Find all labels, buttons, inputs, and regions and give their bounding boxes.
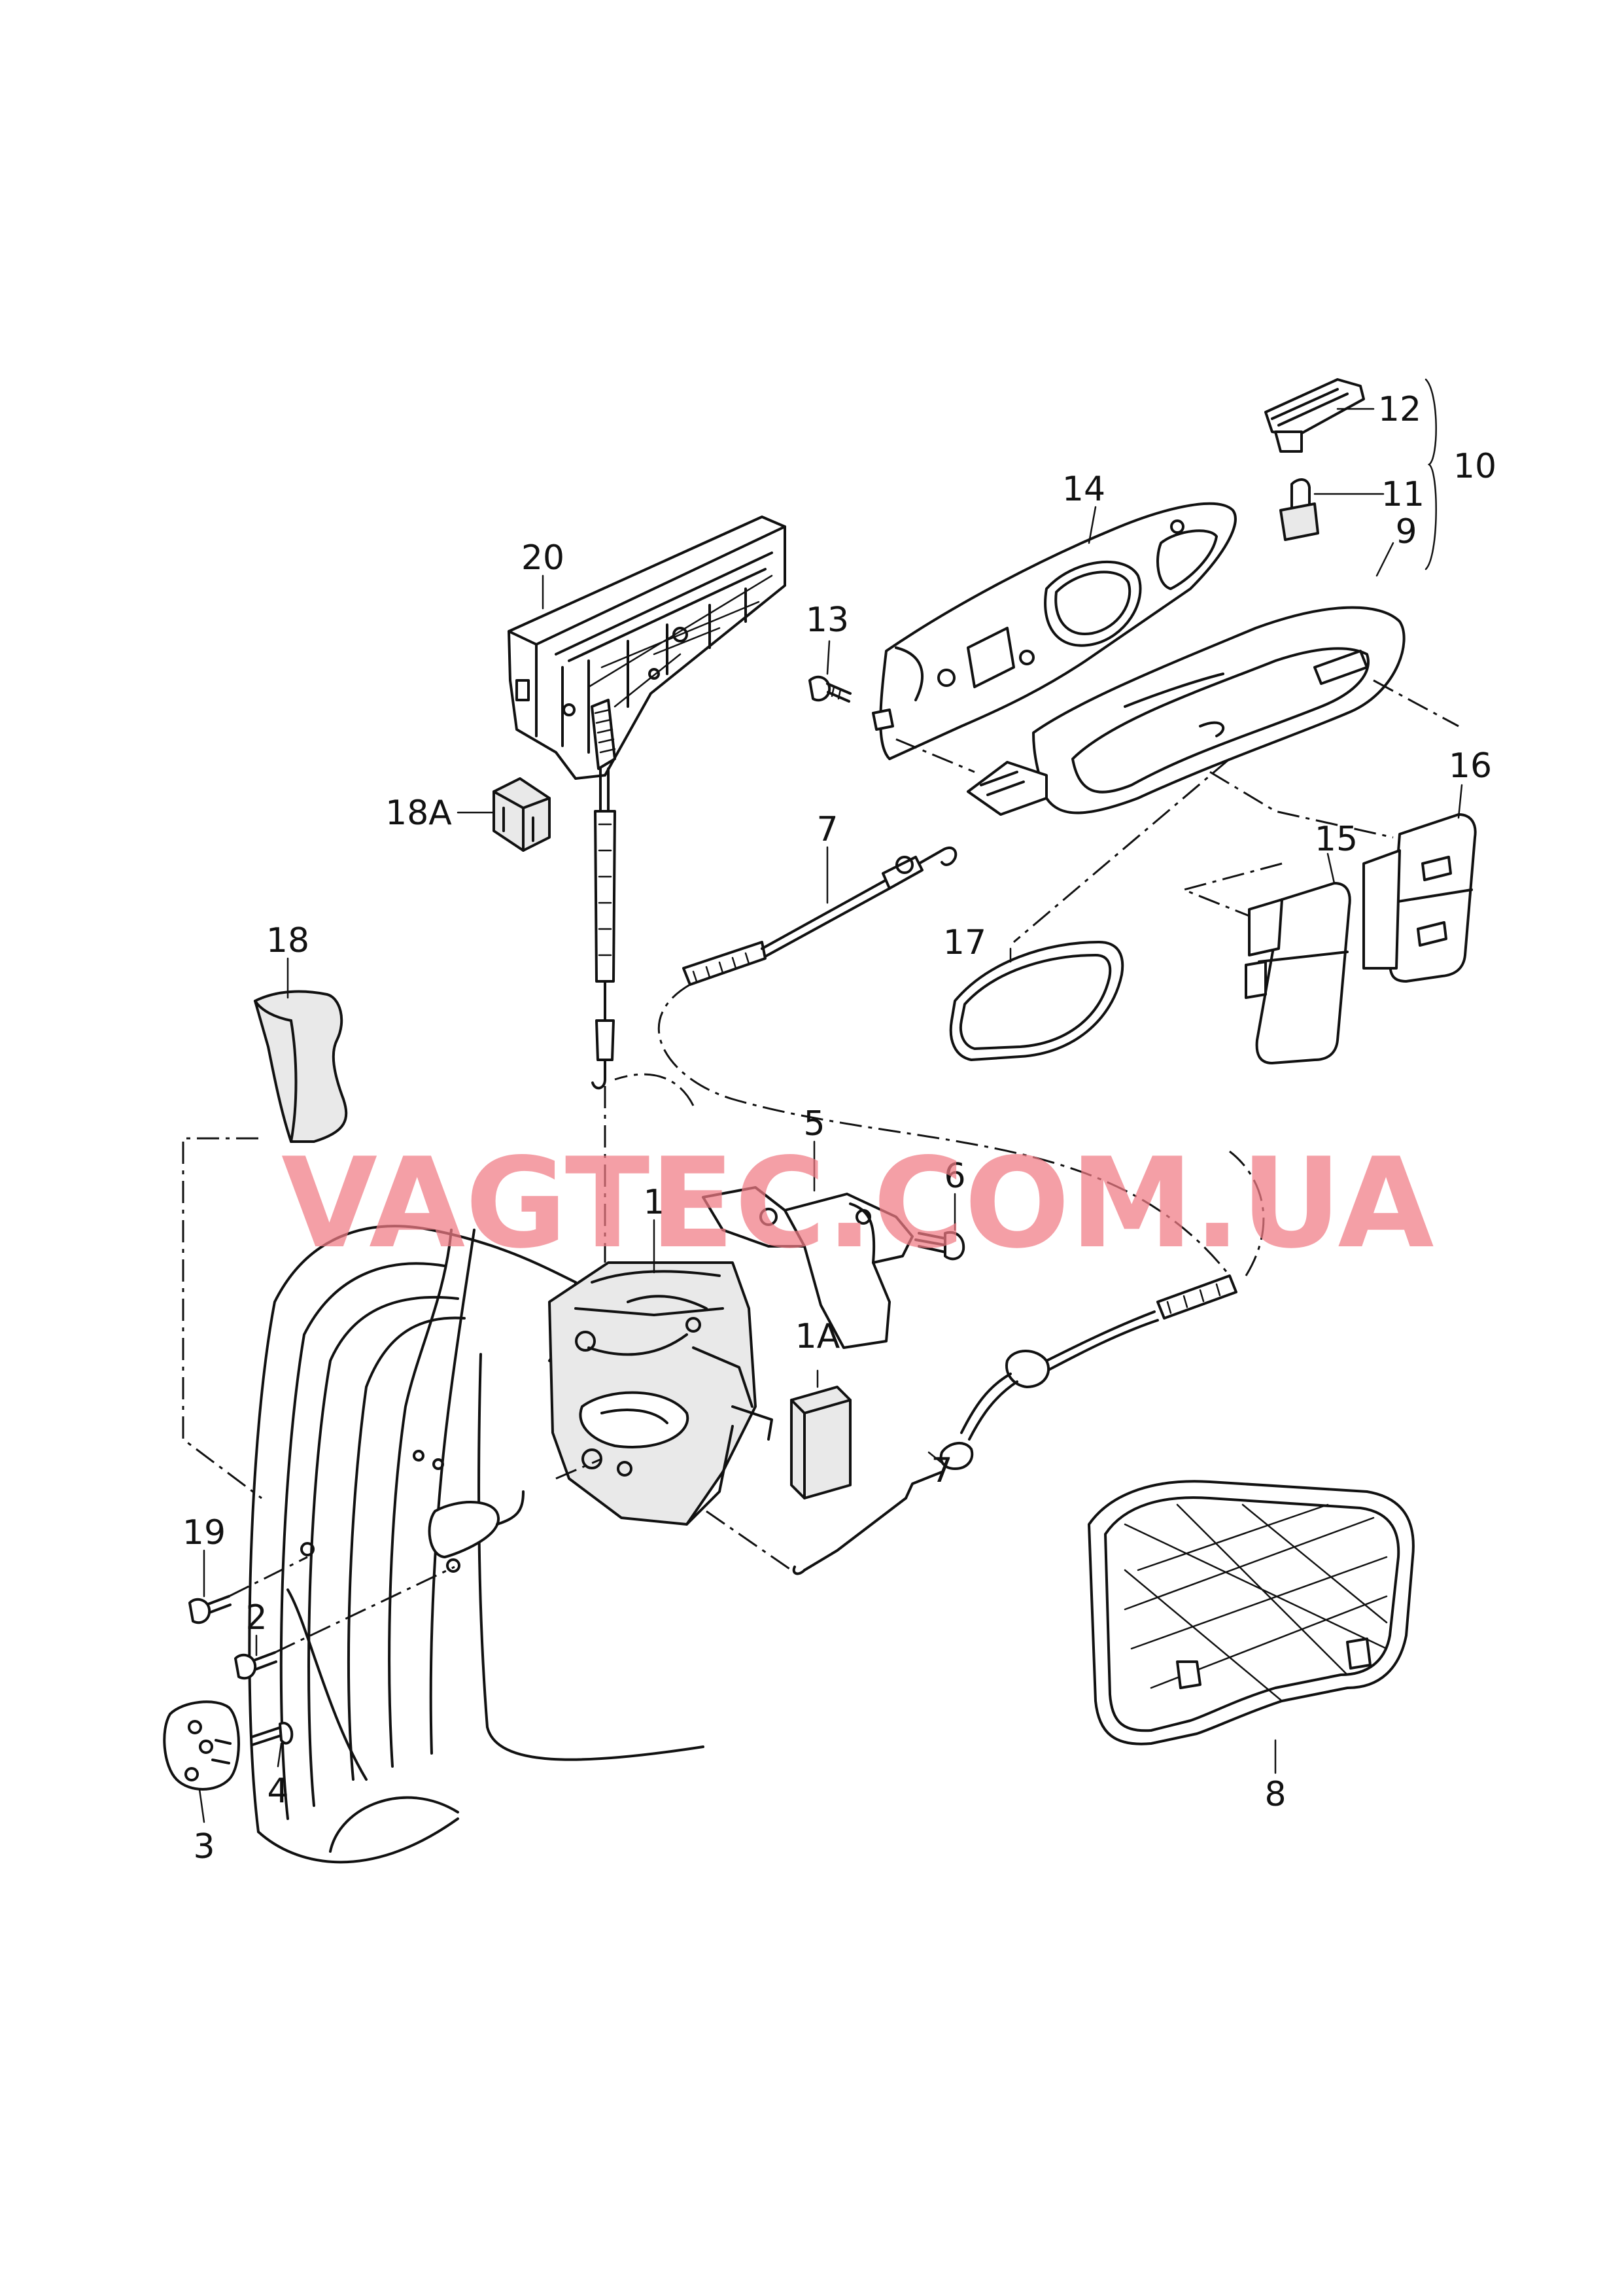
callout-9: 9 [1395,512,1417,552]
callout-7-upper: 7 [816,810,838,849]
callout-7-lower: 7 [931,1451,952,1490]
handle-carrier-part-20 [508,516,786,780]
watermark-text: VAGTEC.COM.UA [281,1131,1434,1276]
callout-17: 17 [943,923,986,962]
callout-2: 2 [245,1598,267,1638]
callout-15: 15 [1315,820,1358,859]
clip-part-18a [492,777,551,852]
callout-12: 12 [1378,390,1421,429]
frame-part-14 [872,502,1237,760]
door-panel [248,1225,704,1864]
striker-part-3 [163,1700,240,1791]
screw-part-4 [251,1721,294,1746]
handle-bezel-part-9 [967,606,1406,816]
callout-10: 10 [1453,447,1496,486]
callout-8: 8 [1264,1775,1286,1814]
callout-labels: 20 18A 18 1 1A 5 6 7 7 8 9 10 11 12 13 1… [182,390,1496,1866]
cable-part-7-lower [792,1274,1237,1575]
cover-part-8 [1088,1480,1415,1745]
switch-part-16 [1362,813,1477,983]
callout-1: 1 [643,1183,665,1222]
callout-19: 19 [182,1513,226,1552]
gasket-part-17 [949,941,1124,1061]
callout-4: 4 [267,1772,288,1811]
assembly-leader-lines [182,679,1459,1654]
callout-18: 18 [266,921,309,960]
callout-leaders [198,378,1463,1823]
cable-from-20 [591,767,616,1090]
screw-part-19 [188,1595,232,1624]
screw-part-2 [234,1651,277,1680]
switch-parts-11-12 [1264,378,1365,541]
bracket-part-5 [702,1186,914,1349]
callout-20: 20 [521,538,564,578]
callout-11: 11 [1381,475,1425,514]
cable-part-7 [682,846,958,986]
callout-16: 16 [1449,746,1492,786]
callout-14: 14 [1062,470,1105,509]
callout-3: 3 [193,1827,215,1866]
foam-part-18 [254,990,348,1143]
insulation-pad-1a [790,1386,852,1499]
callout-5: 5 [803,1104,825,1144]
screw-part-13 [808,675,852,703]
switch-blank-part-15 [1245,882,1351,1064]
callout-6: 6 [944,1157,965,1196]
door-lock-part-1 [548,1261,773,1526]
screw-part-6 [914,1231,965,1261]
callout-13: 13 [806,601,849,640]
callout-1a: 1A [795,1317,840,1356]
callout-18a: 18A [385,794,452,833]
